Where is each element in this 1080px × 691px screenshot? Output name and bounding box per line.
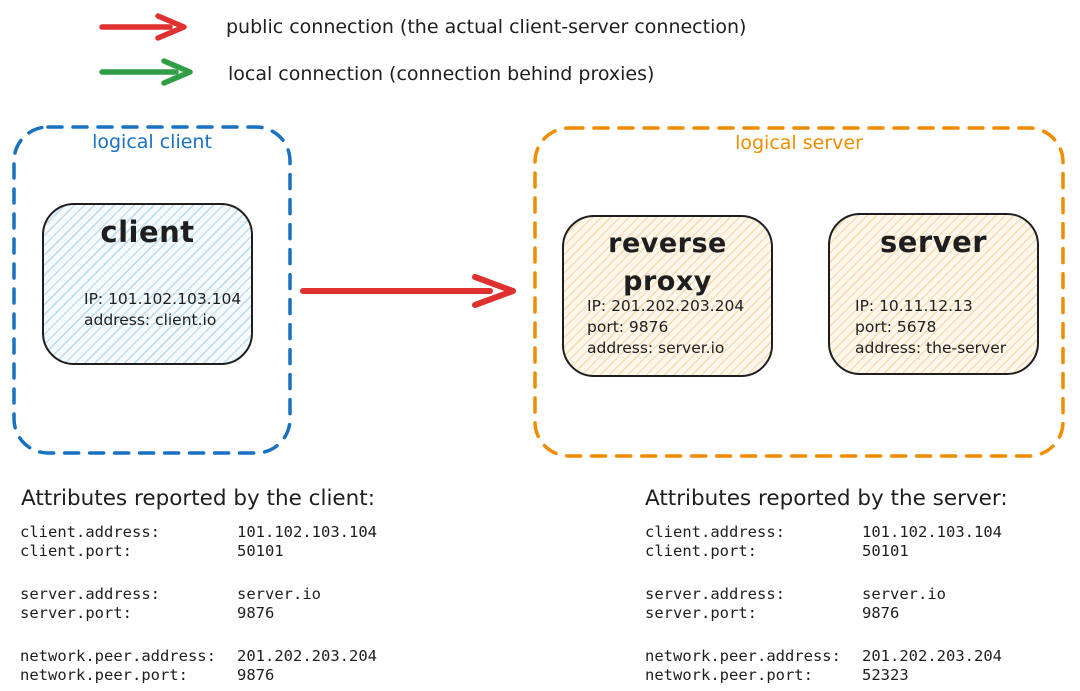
client-node: client IP: 101.102.103.104 address: clie… — [42, 203, 253, 365]
public-connection-arrow-icon — [99, 13, 187, 41]
logical-server-group: logical server — [533, 126, 1065, 458]
reverse-proxy-title-line1: reverse — [608, 228, 727, 259]
attr-row: client.port: 50101 — [645, 542, 1002, 561]
server-attr-group-network-peer: network.peer.address: 201.202.203.204 ne… — [645, 647, 1002, 685]
client-attributes-list: client.address: 101.102.103.104 client.p… — [20, 523, 377, 691]
attr-value: server.io — [237, 585, 321, 603]
logical-client-dashed-border — [12, 125, 292, 455]
attr-value: 9876 — [237, 604, 275, 622]
attr-row: server.address: server.io — [645, 585, 1002, 604]
local-connection-legend-label: local connection (connection behind prox… — [228, 63, 655, 85]
attr-value: 101.102.103.104 — [237, 523, 377, 541]
reverse-proxy-port: port: 9876 — [587, 318, 669, 336]
attr-key: server.address: — [20, 585, 160, 603]
server-attr-group-server: server.address: server.io server.port: 9… — [645, 585, 1002, 623]
attr-row: server.port: 9876 — [645, 604, 1002, 623]
attr-row: network.peer.address: 201.202.203.204 — [645, 647, 1002, 666]
attr-value: 50101 — [237, 542, 284, 560]
local-connection-arrow-icon — [99, 58, 193, 86]
attr-key: server.port: — [645, 604, 757, 622]
attr-key: client.port: — [645, 542, 757, 560]
logical-client-group: logical client — [12, 125, 292, 455]
logical-server-dashed-border — [533, 126, 1065, 458]
attr-row: client.address: 101.102.103.104 — [20, 523, 377, 542]
reverse-proxy-ip: IP: 201.202.203.204 — [587, 297, 745, 315]
attr-row: network.peer.port: 9876 — [20, 666, 377, 685]
attr-key: client.address: — [20, 523, 160, 541]
reverse-proxy-address: address: server.io — [587, 339, 725, 357]
server-address: address: the-server — [855, 339, 1007, 357]
client-attributes-heading: Attributes reported by the client: — [21, 486, 375, 511]
attr-key: network.peer.address: — [20, 647, 216, 665]
attr-value: 9876 — [862, 604, 900, 622]
attr-row: network.peer.address: 201.202.203.204 — [20, 647, 377, 666]
attr-value: 9876 — [237, 666, 275, 684]
logical-server-label: logical server — [735, 132, 863, 154]
attr-value: server.io — [862, 585, 946, 603]
server-attr-group-client: client.address: 101.102.103.104 client.p… — [645, 523, 1002, 561]
attr-key: client.port: — [20, 542, 132, 560]
client-attr-group-server: server.address: server.io server.port: 9… — [20, 585, 377, 623]
attr-row: client.port: 50101 — [20, 542, 377, 561]
attr-key: client.address: — [645, 523, 785, 541]
server-node: server IP: 10.11.12.13 port: 5678 addres… — [828, 213, 1039, 375]
server-attributes-list: client.address: 101.102.103.104 client.p… — [645, 523, 1002, 691]
client-to-server-arrow-icon — [300, 274, 516, 308]
reverse-proxy-title-line2: proxy — [623, 266, 712, 297]
attr-key: network.peer.port: — [645, 666, 813, 684]
server-ip: IP: 10.11.12.13 — [855, 297, 973, 315]
client-ip: IP: 101.102.103.104 — [84, 290, 242, 308]
server-node-title: server — [879, 225, 988, 259]
attr-key: network.peer.port: — [20, 666, 188, 684]
attr-row: server.port: 9876 — [20, 604, 377, 623]
server-port: port: 5678 — [855, 318, 937, 336]
reverse-proxy-node-details: IP: 201.202.203.204 port: 9876 address: … — [587, 296, 744, 359]
client-node-details: IP: 101.102.103.104 address: client.io — [84, 289, 241, 330]
attr-key: server.port: — [20, 604, 132, 622]
attr-value: 50101 — [862, 542, 909, 560]
attr-value: 101.102.103.104 — [862, 523, 1002, 541]
attr-row: network.peer.port: 52323 — [645, 666, 1002, 685]
client-attr-group-network-peer: network.peer.address: 201.202.203.204 ne… — [20, 647, 377, 685]
attr-value: 201.202.203.204 — [237, 647, 377, 665]
client-node-title: client — [100, 215, 195, 249]
server-node-details: IP: 10.11.12.13 port: 5678 address: the-… — [855, 296, 1006, 359]
logical-client-label: logical client — [92, 131, 212, 153]
client-attr-group-client: client.address: 101.102.103.104 client.p… — [20, 523, 377, 561]
attr-row: server.address: server.io — [20, 585, 377, 604]
attr-value: 201.202.203.204 — [862, 647, 1002, 665]
reverse-proxy-node: reverse proxy IP: 201.202.203.204 port: … — [562, 215, 773, 377]
server-attributes-heading: Attributes reported by the server: — [645, 486, 1008, 511]
client-address: address: client.io — [84, 310, 217, 329]
attr-value: 52323 — [862, 666, 909, 684]
attr-key: server.address: — [645, 585, 785, 603]
attr-row: client.address: 101.102.103.104 — [645, 523, 1002, 542]
reverse-proxy-node-title: reverse proxy — [564, 225, 771, 301]
attr-key: network.peer.address: — [645, 647, 841, 665]
public-connection-legend-label: public connection (the actual client-ser… — [226, 16, 747, 38]
